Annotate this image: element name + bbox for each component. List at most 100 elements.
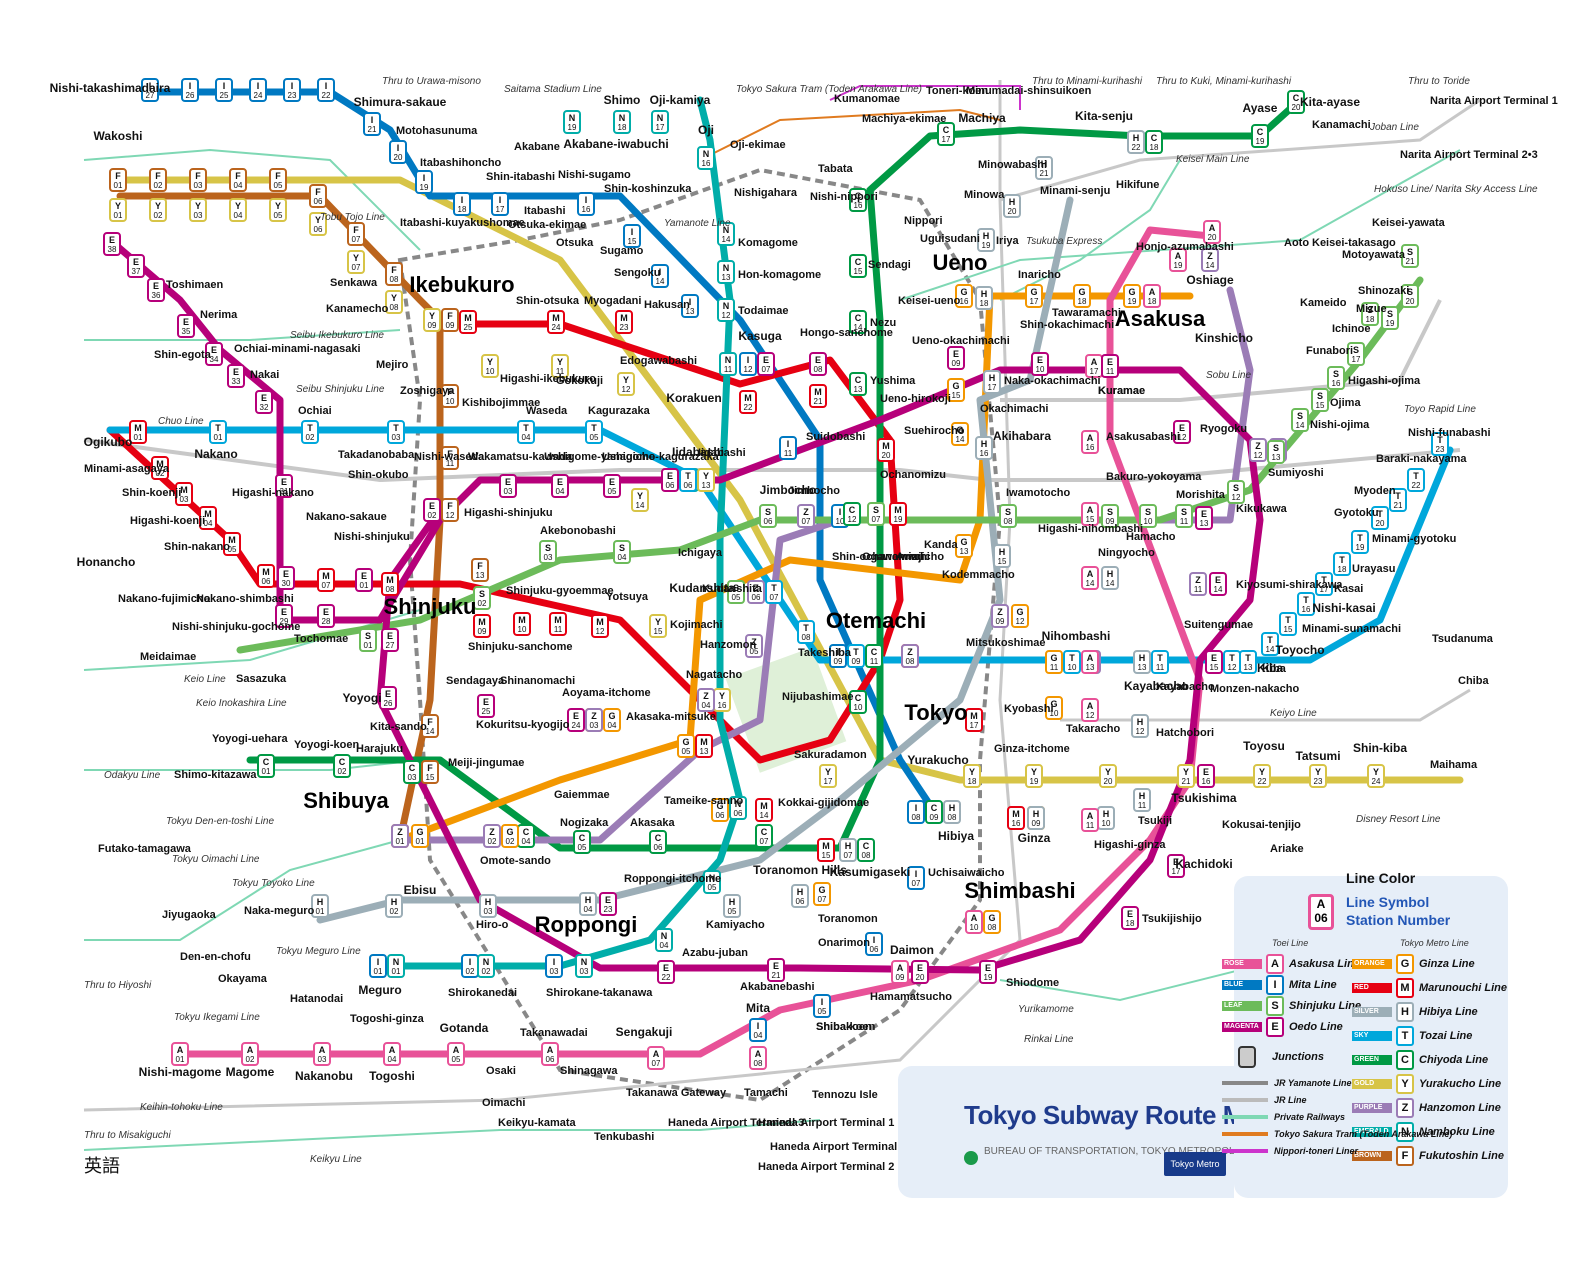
label-nishi-funabashi[interactable]: Nishi-funabashi <box>1408 427 1491 439</box>
label-minami-sunamachi[interactable]: Minami-sunamachi <box>1302 623 1401 635</box>
station-badge-T22[interactable]: T22 <box>1407 468 1425 492</box>
station-yurakucho[interactable]: Yurakucho <box>907 753 968 767</box>
station-badge-Y04[interactable]: Y04 <box>229 198 247 222</box>
station-badge-F14[interactable]: F14 <box>421 714 439 738</box>
label-togoshi-ginza[interactable]: Togoshi-ginza <box>350 1013 425 1025</box>
station-sengakuji[interactable]: Sengakuji <box>616 1025 673 1039</box>
station-badge-M24[interactable]: M24 <box>547 310 565 334</box>
station-badge-T13[interactable]: T13 <box>1239 650 1257 674</box>
station-badge-Z01[interactable]: Z01 <box>391 824 409 848</box>
station-badge-C02[interactable]: C02 <box>333 754 351 778</box>
station-badge-E01[interactable]: E01 <box>355 568 373 592</box>
station-badge-A13[interactable]: A13 <box>1081 650 1099 674</box>
station-badge-A01[interactable]: A01 <box>171 1042 189 1066</box>
station-badge-E08[interactable]: E08 <box>809 352 827 376</box>
station-badge-G07[interactable]: G07 <box>813 882 831 906</box>
station-badge-E15[interactable]: E15 <box>1205 650 1223 674</box>
station-kinshicho[interactable]: Kinshicho <box>1195 331 1253 345</box>
station-badge-H15[interactable]: H15 <box>993 544 1011 568</box>
station-badge-Y16[interactable]: Y16 <box>713 688 731 712</box>
station-ebisu[interactable]: Ebisu <box>404 883 437 897</box>
station-badge-F01[interactable]: F01 <box>109 168 127 192</box>
station-badge-E14[interactable]: E14 <box>1209 572 1227 596</box>
station-badge-N03[interactable]: N03 <box>575 954 593 978</box>
station-badge-E30[interactable]: E30 <box>277 566 295 590</box>
label-shinozaki[interactable]: Shinozaki <box>1358 285 1409 297</box>
station-badge-G17[interactable]: G17 <box>1025 284 1043 308</box>
station-korakuen[interactable]: Korakuen <box>666 391 721 405</box>
label-minami-gyotoku[interactable]: Minami-gyotoku <box>1372 533 1456 545</box>
station-nishi-magome[interactable]: Nishi-magome <box>139 1065 222 1079</box>
label-iidabashi[interactable]: Iidabashi <box>698 447 746 459</box>
station-badge-G16[interactable]: G16 <box>955 284 973 308</box>
station-badge-C18[interactable]: C18 <box>1145 130 1163 154</box>
station-badge-N18[interactable]: N18 <box>613 110 631 134</box>
station-badge-S05[interactable]: S05 <box>727 580 745 604</box>
station-ikebukuro[interactable]: Ikebukuro <box>409 272 514 297</box>
label-takadanobaba[interactable]: Takadanobaba <box>338 449 415 461</box>
station-badge-A09[interactable]: A09 <box>891 960 909 984</box>
label-jiyugaoka[interactable]: Jiyugaoka <box>162 909 217 921</box>
label-hamacho[interactable]: Hamacho <box>1126 531 1176 543</box>
station-badge-A10[interactable]: A10 <box>965 910 983 934</box>
station-badge-E25[interactable]: E25 <box>477 694 495 718</box>
station-kachidoki[interactable]: Kachidoki <box>1175 857 1232 871</box>
station-badge-I09[interactable]: I09 <box>829 644 847 668</box>
station-badge-T19[interactable]: T19 <box>1351 530 1369 554</box>
station-badge-N02[interactable]: N02 <box>477 954 495 978</box>
label-bakuro-yokoyama[interactable]: Bakuro-yokoyama <box>1106 471 1202 483</box>
station-badge-Y11[interactable]: Y11 <box>551 354 569 378</box>
station-kudanshita[interactable]: Kudanshita <box>669 581 735 595</box>
label-higashi-nihombashi[interactable]: Higashi-nihombashi <box>1038 523 1143 535</box>
station-badge-Y21[interactable]: Y21 <box>1177 764 1195 788</box>
label-myogadani[interactable]: Myogadani <box>584 295 641 307</box>
label-ryogoku[interactable]: Ryogoku <box>1200 423 1247 435</box>
station-badge-I19[interactable]: I19 <box>415 170 433 194</box>
label-minowabashi[interactable]: Minowabashi <box>978 159 1047 171</box>
station-badge-F08[interactable]: F08 <box>385 262 403 286</box>
label-hatchobori[interactable]: Hatchobori <box>1156 727 1214 739</box>
label-maihama[interactable]: Maihama <box>1430 759 1478 771</box>
station-badge-T18[interactable]: T18 <box>1333 552 1351 576</box>
station-badge-C20[interactable]: C20 <box>1287 90 1305 114</box>
label-kodemmacho[interactable]: Kodemmacho <box>942 569 1015 581</box>
label-uguisudani[interactable]: Uguisudani <box>920 233 980 245</box>
station-badge-Y10[interactable]: Y10 <box>481 354 499 378</box>
station-badge-H02[interactable]: H02 <box>385 894 403 918</box>
label-otsuka-ekimae[interactable]: Otsuka-ekimae <box>508 219 586 231</box>
station-badge-T08[interactable]: T08 <box>797 620 815 644</box>
station-badge-M03[interactable]: M03 <box>175 482 193 506</box>
label-takeshiba[interactable]: Takeshiba <box>798 647 852 659</box>
station-badge-Y17[interactable]: Y17 <box>819 764 837 788</box>
station-badge-H06[interactable]: H06 <box>791 884 809 908</box>
station-badge-Z09[interactable]: Z09 <box>991 604 1009 628</box>
label-higashi-ginza[interactable]: Higashi-ginza <box>1094 839 1166 851</box>
station-badge-Y06[interactable]: Y06 <box>309 212 327 236</box>
label-meiji-jingumae[interactable]: Meiji-jingumae <box>448 757 524 769</box>
station-badge-H13[interactable]: H13 <box>1133 650 1151 674</box>
label-morishita[interactable]: Morishita <box>1176 489 1226 501</box>
label-honjo-azumabashi[interactable]: Honjo-azumabashi <box>1136 241 1234 253</box>
station-badge-Y24[interactable]: Y24 <box>1367 764 1385 788</box>
station-badge-I18[interactable]: I18 <box>453 192 471 216</box>
station-badge-H22[interactable]: H22 <box>1127 130 1145 154</box>
label-nishi-ojima[interactable]: Nishi-ojima <box>1310 419 1370 431</box>
station-badge-M06[interactable]: M06 <box>257 564 275 588</box>
label-hikifune[interactable]: Hikifune <box>1116 179 1159 191</box>
station-tatsumi[interactable]: Tatsumi <box>1295 749 1340 763</box>
station-hibiya[interactable]: Hibiya <box>938 829 974 843</box>
label-kyobashi[interactable]: Kyobashi <box>1004 703 1054 715</box>
label-kishibojimmae[interactable]: Kishibojimmae <box>462 397 540 409</box>
label-ichigaya[interactable]: Ichigaya <box>678 547 723 559</box>
label-nakano-sakaue[interactable]: Nakano-sakaue <box>306 511 387 523</box>
station-nishi-kasai[interactable]: Nishi-kasai <box>1312 601 1375 615</box>
station-badge-S02[interactable]: S02 <box>473 586 491 610</box>
label-toshimaen[interactable]: Toshimaen <box>166 279 224 291</box>
station-badge-C07[interactable]: C07 <box>755 824 773 848</box>
label-akabanebashi[interactable]: Akabanebashi <box>740 981 815 993</box>
station-badge-F05[interactable]: F05 <box>269 168 287 192</box>
